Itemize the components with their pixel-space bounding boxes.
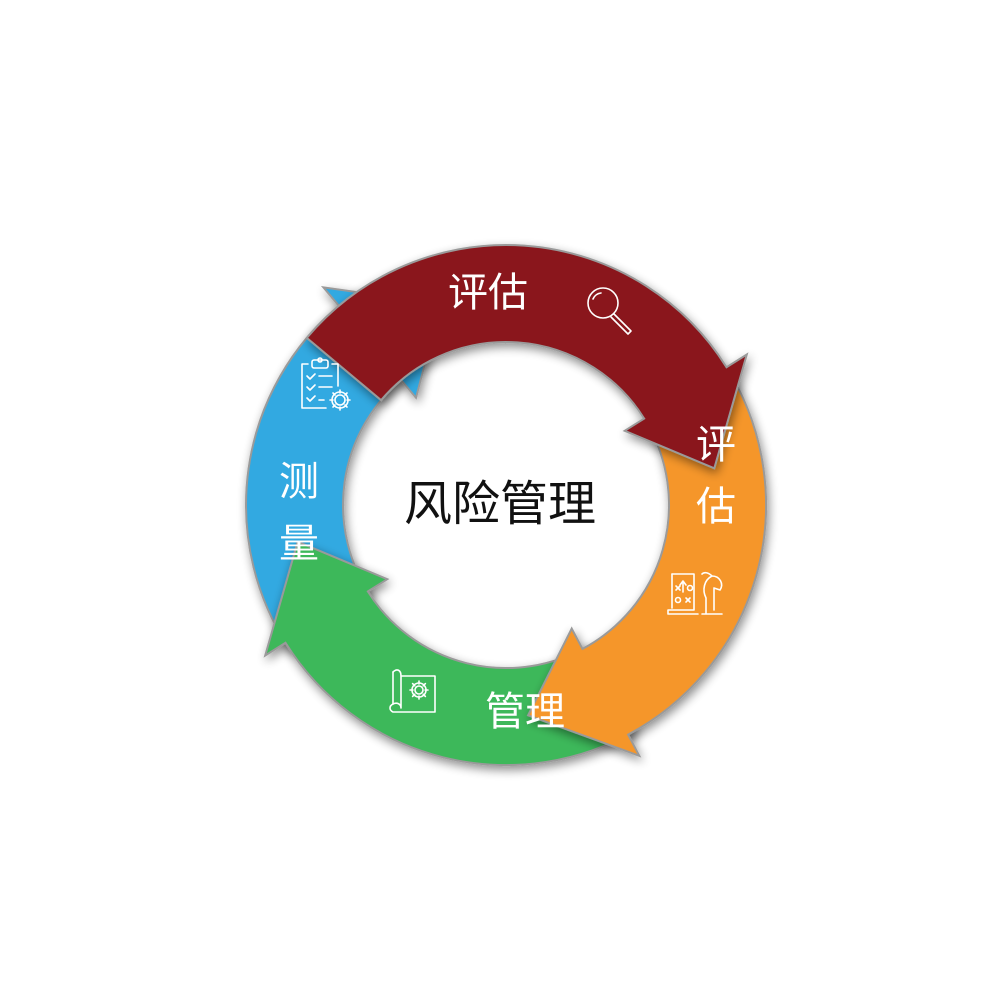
arrow-top-red xyxy=(305,243,749,470)
segment-right-label-1: 评 xyxy=(696,422,736,468)
segment-left-label-1: 测 xyxy=(279,459,319,505)
checklist-gear-icon xyxy=(301,357,351,411)
blueprint-gear-icon xyxy=(389,669,436,713)
arrow-right-orange xyxy=(526,373,767,758)
segment-top-label: 评估 xyxy=(448,270,528,316)
center-title: 风险管理 xyxy=(404,476,596,532)
segment-right-label-2: 估 xyxy=(696,484,736,530)
segment-right-assess xyxy=(526,373,767,758)
segment-left-label-2: 量 xyxy=(279,521,319,567)
segment-top-assess xyxy=(305,243,749,470)
strategy-chess-icon xyxy=(667,571,723,615)
magnifier-icon xyxy=(587,287,632,335)
segment-bottom-label: 管理 xyxy=(485,689,565,735)
